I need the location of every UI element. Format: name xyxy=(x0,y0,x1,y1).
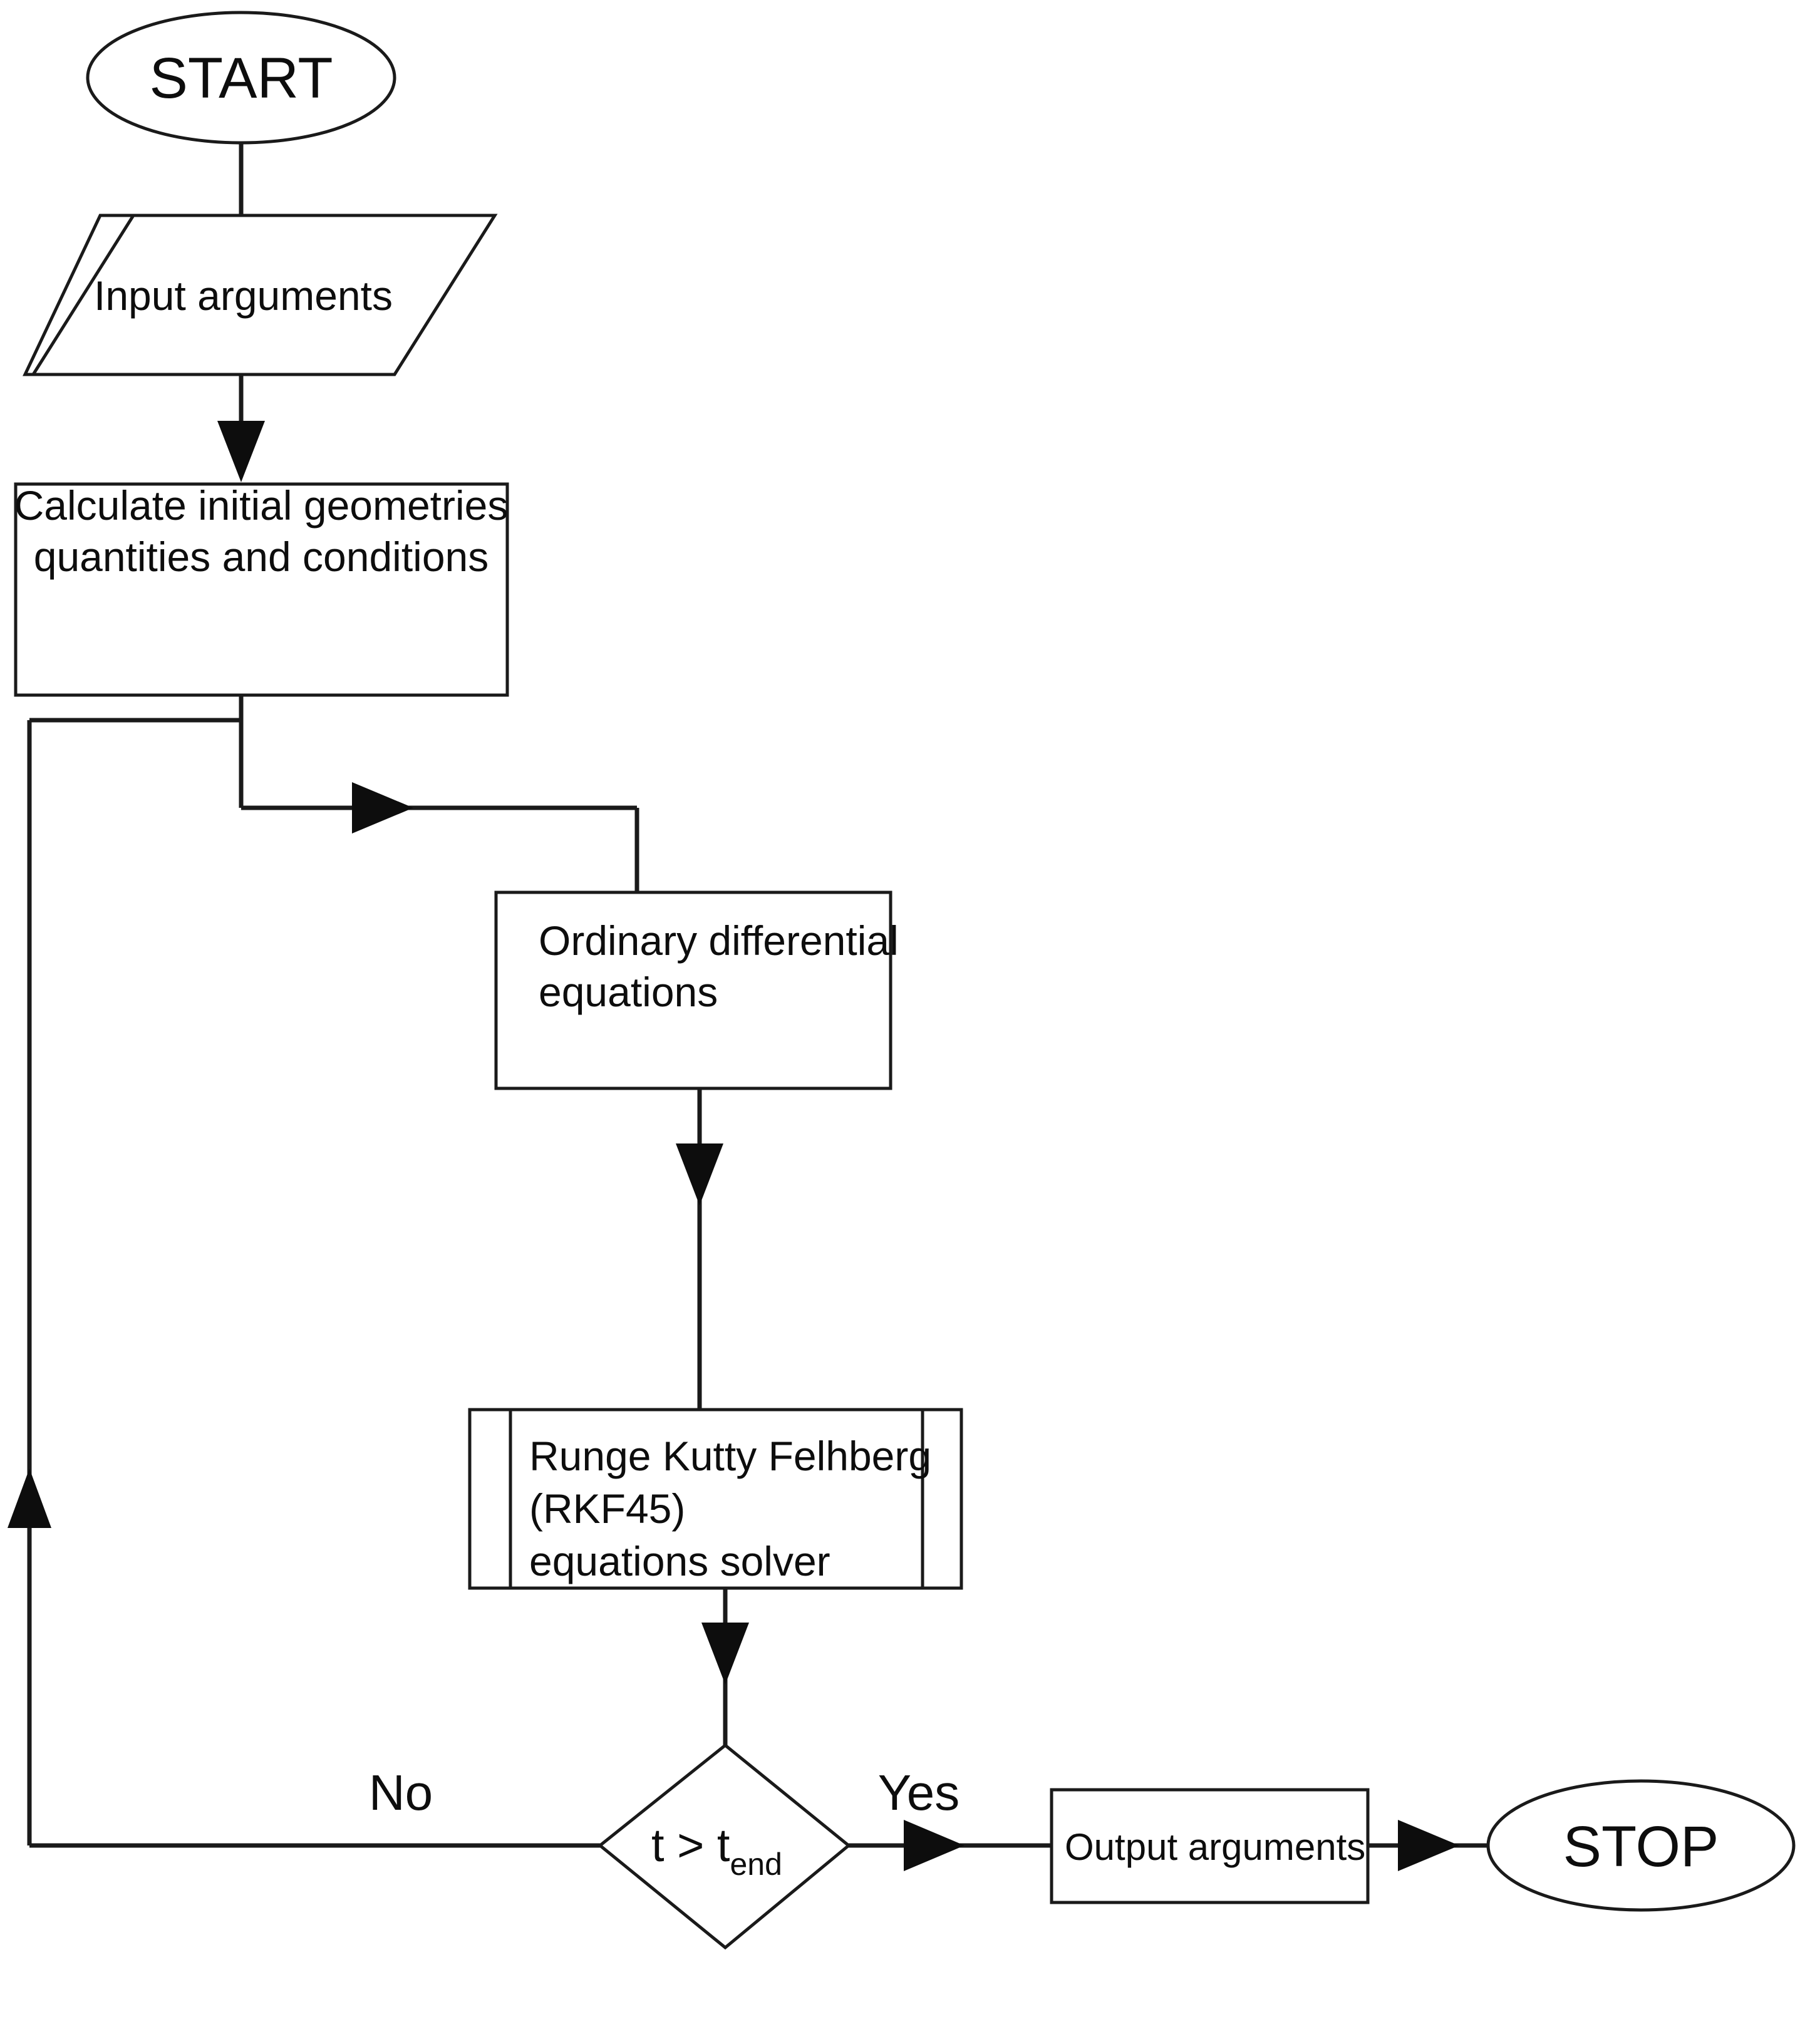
arrowhead-right-to-output xyxy=(904,1820,965,1871)
decision-expression-base: t > t xyxy=(651,1819,730,1871)
ode-line1: Ordinary differential xyxy=(539,917,899,964)
solver-rect xyxy=(468,1408,963,1590)
node-start[interactable]: START xyxy=(86,11,396,145)
start-ellipse xyxy=(86,11,396,145)
decision-diamond xyxy=(597,1743,851,1950)
node-input-arguments[interactable]: Input arguments xyxy=(23,214,498,376)
node-output[interactable]: Output arguments xyxy=(1050,1788,1370,1904)
arrowhead-down-to-calculate xyxy=(217,421,265,482)
solver-line3: equations solver xyxy=(529,1538,830,1584)
calculate-line1: Calculate initial geometries xyxy=(14,482,509,529)
input-arguments-label: Input arguments xyxy=(94,272,393,319)
calculate-rect xyxy=(14,482,509,697)
decision-expression-subscript: end xyxy=(730,1847,782,1882)
decision-expression: t > tend xyxy=(651,1819,782,1882)
arrowhead-up-loopback xyxy=(8,1468,51,1528)
output-arguments-label: Output arguments xyxy=(1065,1826,1365,1868)
arrowhead-down-to-decision xyxy=(701,1623,749,1685)
node-stop[interactable]: STOP xyxy=(1486,1779,1796,1912)
solver-line2: (RKF45) xyxy=(529,1485,685,1532)
arrowhead-right-to-ode xyxy=(352,782,413,834)
ode-rect xyxy=(494,890,892,1090)
calculate-line2: quantities and conditions xyxy=(34,534,489,580)
node-solver[interactable]: Runge Kutty Felhberg (RKF45) equations s… xyxy=(468,1408,963,1590)
input-parallelogram-inner-edge xyxy=(31,214,135,376)
edge-label-no: No xyxy=(369,1765,433,1820)
node-decision[interactable]: t > tend xyxy=(597,1743,851,1950)
node-calculate[interactable]: Calculate initial geometries quantities … xyxy=(14,482,509,697)
node-ode[interactable]: Ordinary differential equations xyxy=(494,890,899,1090)
solver-line1: Runge Kutty Felhberg xyxy=(529,1433,931,1479)
stop-ellipse xyxy=(1486,1779,1796,1912)
output-rect xyxy=(1050,1788,1370,1904)
stop-label: STOP xyxy=(1563,1815,1719,1879)
arrowhead-right-to-stop xyxy=(1398,1820,1459,1871)
arrowhead-down-to-solver xyxy=(676,1143,723,1205)
edge-label-yes: Yes xyxy=(878,1765,960,1820)
input-parallelogram-outer xyxy=(23,214,498,376)
start-label: START xyxy=(149,46,333,110)
ode-line2: equations xyxy=(539,969,718,1015)
